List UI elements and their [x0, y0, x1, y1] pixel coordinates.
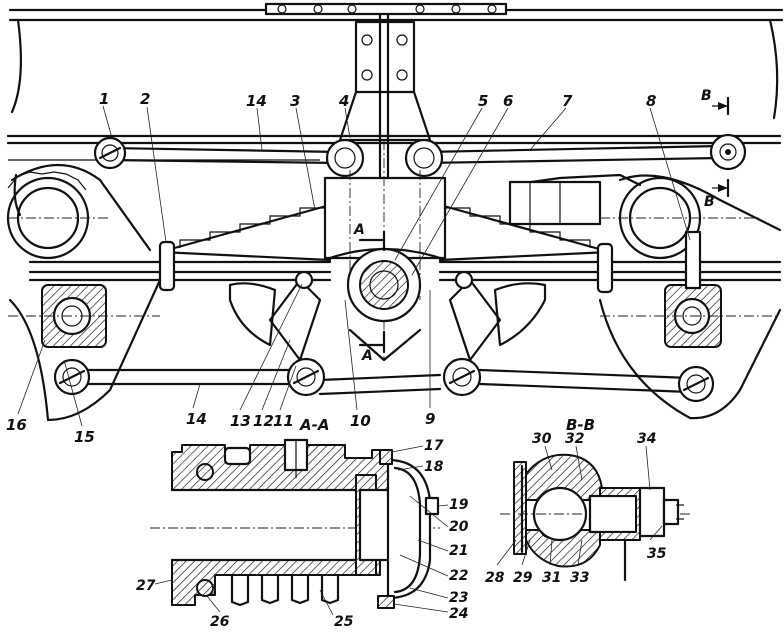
callout-3: 3 — [290, 92, 300, 110]
lower-reaction-rods — [53, 357, 715, 403]
callout-8: 8 — [646, 92, 656, 110]
section-b-b-detail: B-B 30 32 34 28 29 31 33 35 — [485, 416, 690, 586]
callout-11: 11 — [273, 412, 294, 430]
callout-2: 2 — [140, 90, 150, 108]
callout-9: 9 — [425, 410, 435, 428]
callout-14-upper: 14 — [246, 92, 267, 110]
callout-33: 33 — [570, 570, 589, 586]
callout-28: 28 — [485, 570, 505, 586]
callout-19: 19 — [449, 497, 469, 513]
callout-12: 12 — [253, 412, 274, 430]
callout-17: 17 — [424, 438, 444, 454]
callout-34: 34 — [637, 431, 656, 447]
main-leaders — [17, 105, 691, 427]
section-cut-b-marker — [712, 96, 730, 198]
cut-b-top-label: B — [701, 88, 712, 104]
callout-1: 1 — [99, 90, 109, 108]
right-bump-block — [664, 230, 722, 348]
callout-20: 20 — [449, 519, 469, 535]
callout-27: 27 — [136, 578, 156, 594]
callout-23: 23 — [449, 590, 468, 606]
right-axle-housing — [508, 173, 782, 420]
callout-35: 35 — [647, 546, 667, 562]
upper-reaction-rods — [93, 133, 747, 178]
callout-29: 29 — [513, 570, 533, 586]
cut-a-top-label: A — [353, 222, 365, 238]
callout-26: 26 — [210, 614, 230, 630]
callout-16: 16 — [6, 416, 27, 434]
top-bracket-plate — [264, 2, 508, 16]
callout-14-lower: 14 — [186, 410, 207, 428]
callout-22: 22 — [449, 568, 468, 584]
leaf-spring — [28, 203, 782, 294]
callout-31: 31 — [542, 570, 561, 586]
callout-32: 32 — [565, 431, 584, 447]
callout-10: 10 — [350, 412, 371, 430]
callout-6: 6 — [503, 92, 513, 110]
callout-7: 7 — [562, 92, 573, 110]
section-a-a-title: A-A — [299, 416, 329, 434]
trunnion-assembly — [228, 140, 547, 362]
center-hanger-bracket — [338, 12, 432, 182]
top-bracket-bolts — [277, 4, 497, 14]
section-a-a-detail: A-A 17 — [136, 416, 469, 630]
callout-21: 21 — [449, 543, 468, 559]
callout-5: 5 — [478, 92, 488, 110]
callout-15: 15 — [74, 428, 95, 446]
cut-a-bottom-label: A — [361, 348, 373, 364]
callout-13: 13 — [230, 412, 251, 430]
main-view: 1 2 14 3 4 5 6 7 8 16 15 14 13 12 11 10 … — [6, 2, 784, 446]
callout-4: 4 — [338, 92, 349, 110]
callout-24: 24 — [449, 606, 468, 622]
main-callouts: 1 2 14 3 4 5 6 7 8 16 15 14 13 12 11 10 … — [6, 90, 656, 446]
section-b-b-title: B-B — [566, 416, 595, 434]
callout-25: 25 — [334, 614, 354, 630]
callout-30: 30 — [532, 431, 552, 447]
cut-b-bottom-label: B — [704, 194, 715, 210]
callout-18: 18 — [424, 459, 444, 475]
